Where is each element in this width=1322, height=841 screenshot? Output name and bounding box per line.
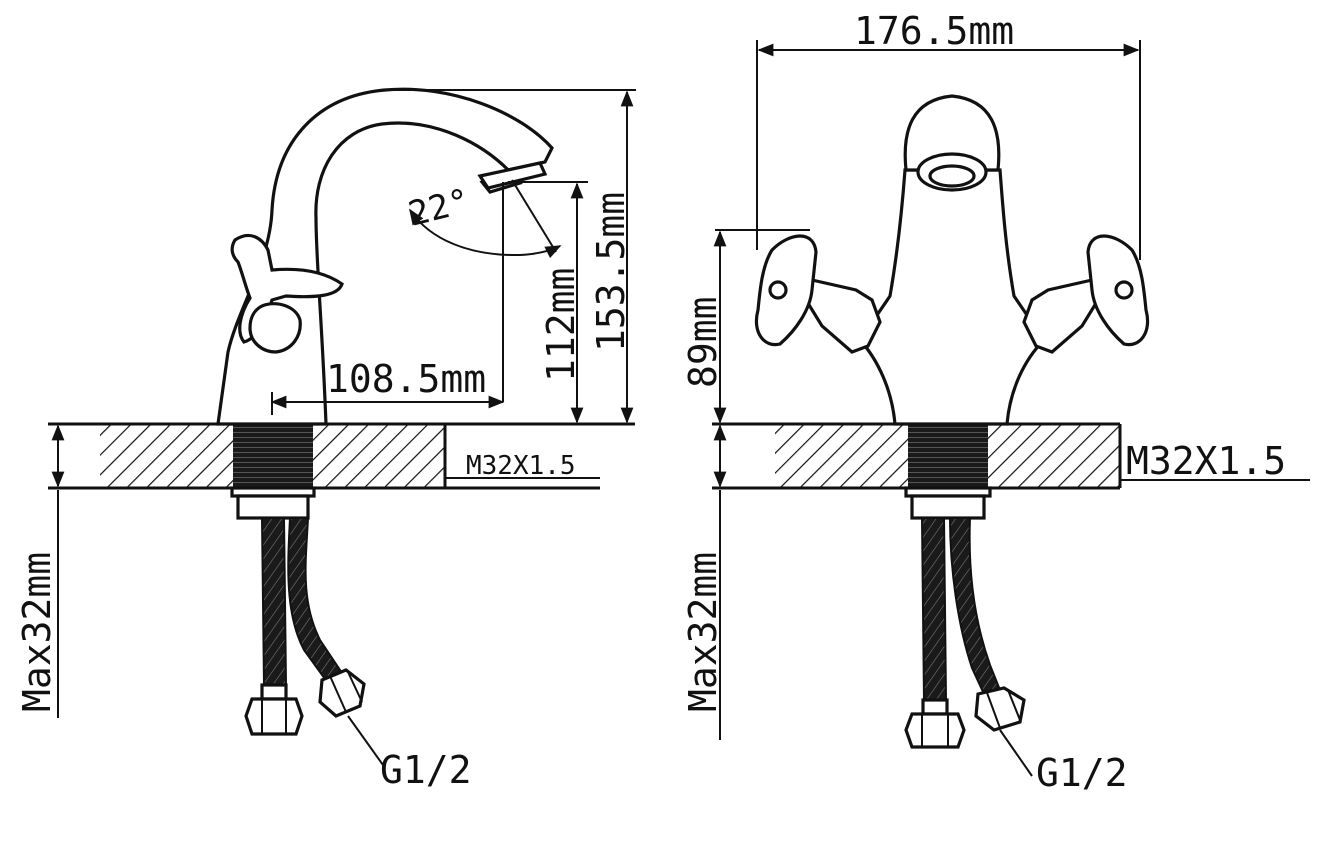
total-height-label: 153.5mm [589,192,633,352]
spout-angle-label: 22° [405,181,474,235]
dimensions-left [51,89,636,718]
total-width-label: 176.5mm [854,9,1014,53]
front-view: 176.5mm 89mm M32X1.5 Max32mm G1/2 [681,9,1310,795]
spout-reach-label: 108.5mm [326,357,486,401]
labels-right: 176.5mm 89mm M32X1.5 Max32mm G1/2 [681,9,1286,795]
deck-section-left [48,422,635,490]
handle-height-label: 89mm [681,296,725,388]
faucet-body-front [754,94,1150,426]
side-view: 108.5mm 112mm 153.5mm 22° M32X1.5 Max32m… [15,87,636,792]
connection-label-right: G1/2 [1036,751,1128,795]
max-deck-label-right: Max32mm [681,552,725,712]
connection-label-left: G1/2 [380,748,472,792]
dimensions-right [713,40,1141,740]
faucet-body-side [216,87,554,426]
deck-thread-label-left: M32X1.5 [466,451,576,481]
mounting-and-hoses-right [904,486,1033,777]
deck-thread-label-right: M32X1.5 [1126,439,1286,483]
deck-section-right [712,422,1310,490]
mounting-and-hoses-left [230,486,384,766]
max-deck-label-left: Max32mm [15,552,59,712]
outlet-height-label: 112mm [539,268,583,382]
